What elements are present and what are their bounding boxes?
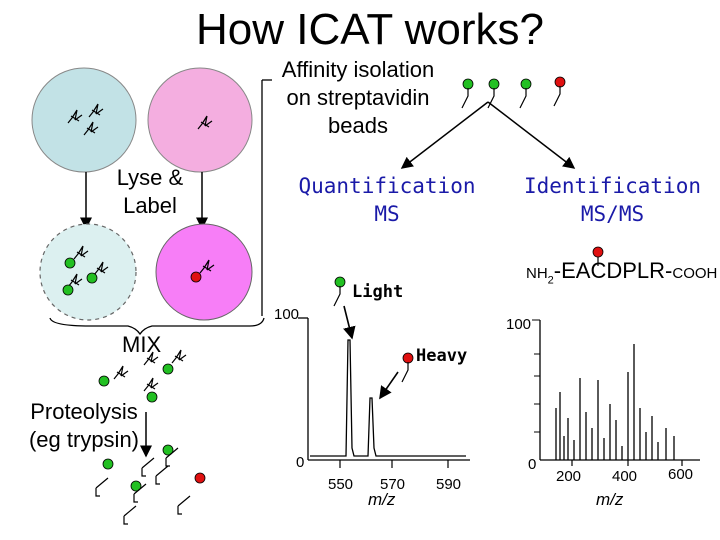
affinity-line-2: on streptavidin bbox=[286, 85, 430, 110]
peptide-sequence: NH2-EACDPLR-COOH bbox=[526, 258, 717, 286]
quantification-line-1: Quantification bbox=[298, 174, 476, 198]
lysed-pink-labeled-protein bbox=[190, 259, 215, 283]
msms-chart bbox=[532, 246, 700, 466]
ms-y-top-label: 100 bbox=[274, 306, 300, 323]
light-peak-arrow bbox=[343, 305, 356, 340]
lysed-pink-cell bbox=[155, 223, 253, 321]
peptide-cooh: COOH bbox=[672, 265, 718, 282]
ms-x-tick-1: 550 bbox=[328, 476, 354, 493]
msms-spectrum-peaks bbox=[555, 344, 675, 460]
lysed-blue-labeled-proteins bbox=[62, 245, 109, 296]
blue-cell bbox=[31, 67, 137, 173]
msms-x-axis-label: m/z bbox=[596, 490, 624, 509]
mixed-proteins bbox=[98, 349, 187, 403]
light-label: Light bbox=[352, 282, 404, 302]
proteolysis-text: Proteolysis (eg trypsin) bbox=[4, 398, 164, 454]
page-title: How ICAT works? bbox=[195, 5, 544, 54]
msms-y-bottom-label: 0 bbox=[528, 456, 537, 473]
quantification-heading: Quantification MS bbox=[292, 172, 482, 228]
peptide-fragments bbox=[95, 444, 206, 525]
mix-bracket bbox=[49, 317, 265, 336]
msms-y-axis-ticks bbox=[532, 319, 540, 433]
identification-line-2: MS/MS bbox=[580, 202, 645, 226]
heavy-tag-bead bbox=[402, 352, 414, 364]
ms-x-tick-2: 570 bbox=[380, 476, 406, 493]
heavy-peak-arrow bbox=[379, 371, 399, 400]
ms-spectrum-trace bbox=[310, 339, 466, 457]
affinity-isolation-text: Affinity isolation on streptavidin beads bbox=[258, 56, 458, 140]
mix-label: MIX bbox=[122, 332, 162, 357]
peptide-seq: -EACDPLR- bbox=[553, 258, 673, 283]
msms-x-tick-2: 400 bbox=[612, 468, 638, 485]
identification-heading: Identification MS/MS bbox=[520, 172, 705, 228]
peptide-nh-subscript: 2 bbox=[547, 274, 554, 287]
proteolysis-line-1: Proteolysis bbox=[30, 399, 138, 424]
isolated-tagged-peptides bbox=[461, 76, 566, 109]
lyse-line-2: Label bbox=[123, 193, 177, 218]
lyse-line-1: Lyse & bbox=[116, 165, 184, 190]
quantification-line-2: MS bbox=[374, 202, 400, 226]
proteolysis-line-2: (eg trypsin) bbox=[28, 427, 140, 452]
pink-cell bbox=[147, 67, 253, 173]
msms-x-tick-1: 200 bbox=[556, 468, 582, 485]
affinity-line-1: Affinity isolation bbox=[281, 57, 435, 82]
peptide-nh: NH bbox=[526, 265, 548, 282]
ms-y-bottom-label: 0 bbox=[296, 454, 305, 471]
lyse-label-text: Lyse & Label bbox=[100, 164, 200, 220]
ms-chart bbox=[298, 276, 470, 468]
arrow-to-identification bbox=[487, 101, 576, 169]
identification-line-1: Identification bbox=[523, 174, 701, 198]
light-tag-bead bbox=[334, 276, 346, 288]
msms-x-tick-3: 600 bbox=[668, 466, 694, 483]
lysed-blue-cell bbox=[39, 223, 137, 321]
ms-x-tick-3: 590 bbox=[436, 476, 462, 493]
arrow-to-quantification bbox=[400, 101, 489, 169]
heavy-label: Heavy bbox=[416, 346, 468, 366]
msms-y-top-label: 100 bbox=[506, 316, 532, 333]
peptide-tag-bead bbox=[592, 246, 604, 258]
affinity-line-3: beads bbox=[328, 113, 388, 138]
ms-x-axis-label: m/z bbox=[368, 490, 396, 509]
